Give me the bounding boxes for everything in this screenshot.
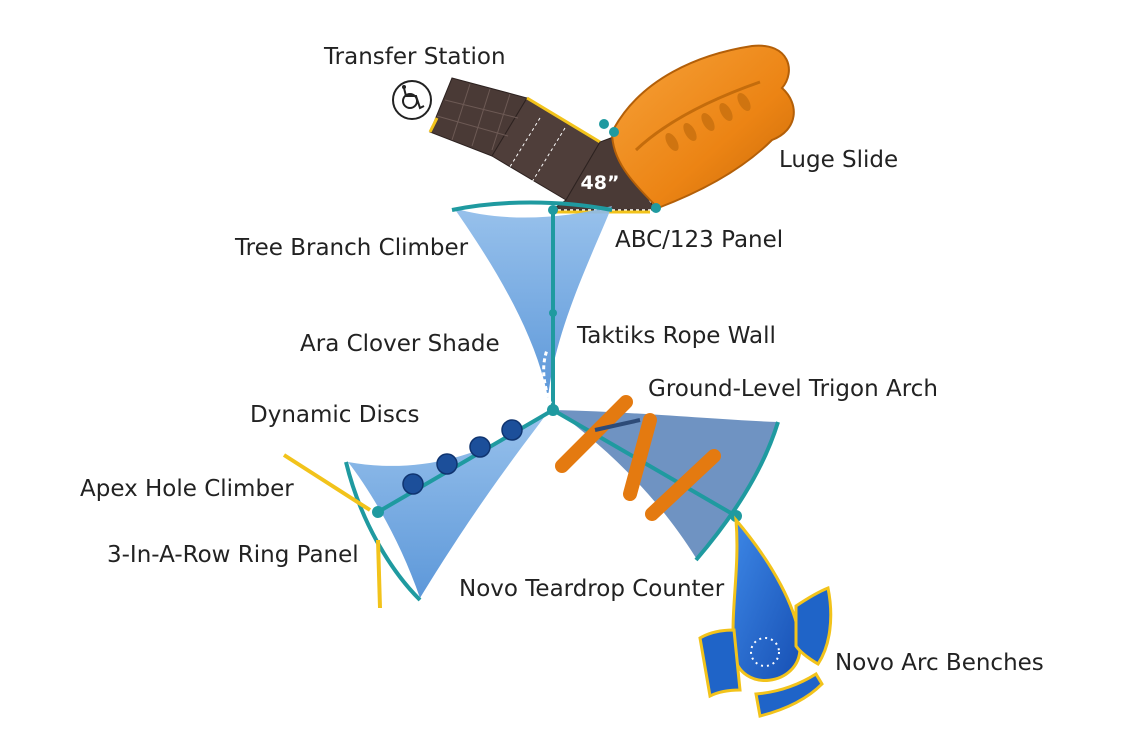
label-taktiks-rope-wall: Taktiks Rope Wall (577, 323, 776, 349)
frame-joints (372, 205, 742, 522)
label-trigon-arch: Ground-Level Trigon Arch (648, 376, 938, 402)
label-ring-panel: 3-In-A-Row Ring Panel (107, 542, 359, 568)
dynamic-discs (402, 419, 523, 495)
novo-teardrop-counter (731, 515, 802, 682)
label-ara-clover-shade: Ara Clover Shade (300, 331, 500, 357)
ara-clover-shade (348, 206, 778, 598)
label-luge-slide: Luge Slide (779, 147, 899, 173)
transfer-station (428, 77, 601, 201)
novo-arc-benches (698, 585, 833, 718)
deck-height-label: 48” (581, 172, 620, 194)
label-apex-hole-climber: Apex Hole Climber (80, 476, 294, 502)
label-novo-teardrop-counter: Novo Teardrop Counter (459, 576, 725, 602)
label-transfer-station: Transfer Station (324, 44, 506, 70)
label-tree-branch-climber: Tree Branch Climber (235, 235, 469, 261)
label-dynamic-discs: Dynamic Discs (250, 402, 420, 428)
luge-slide (599, 44, 795, 213)
trigon-arch (555, 395, 721, 521)
label-novo-arc-benches: Novo Arc Benches (835, 650, 1044, 676)
apex-hole-climber (282, 453, 372, 512)
label-abc-panel: ABC/123 Panel (615, 227, 784, 253)
wheelchair-icon (392, 80, 432, 120)
ring-panel (376, 539, 382, 609)
